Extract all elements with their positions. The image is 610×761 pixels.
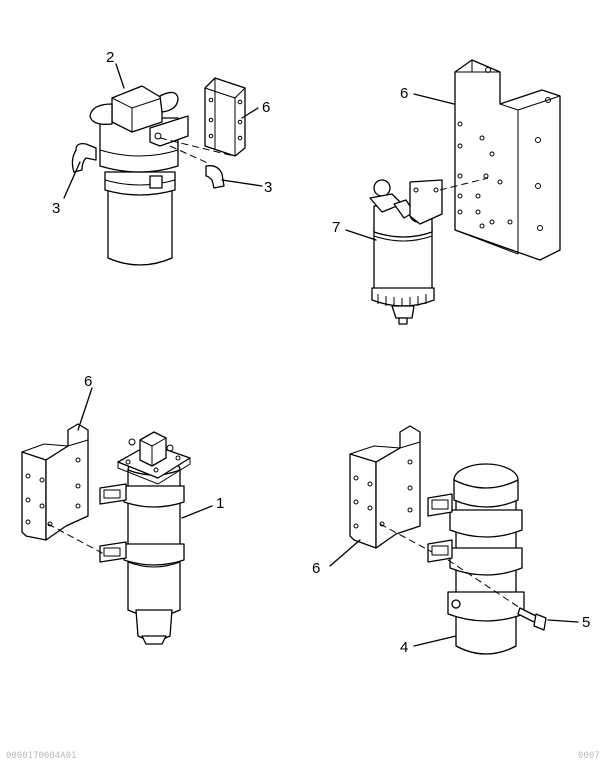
assembly-bottom-right <box>349 425 547 655</box>
assembly-top-right <box>369 59 561 325</box>
leader-5 <box>547 619 579 623</box>
assembly-bottom-left <box>21 423 191 645</box>
footer-left-code: 0000170004A01 <box>6 751 76 761</box>
callout-5: 5 <box>582 614 590 631</box>
callout-6-top-right: 6 <box>400 85 408 102</box>
leader-1 <box>181 505 213 519</box>
leader-6-bottom-left <box>77 387 93 431</box>
callout-6-top-left: 6 <box>262 99 270 116</box>
leader-6-top-right <box>413 93 455 105</box>
leader-6-bottom-right <box>329 539 361 567</box>
leader-3-right <box>221 179 263 187</box>
leader-2 <box>115 63 125 89</box>
leader-3-left <box>63 161 81 199</box>
callout-2: 2 <box>106 49 114 66</box>
callout-6-bottom-left: 6 <box>84 373 92 390</box>
callout-4: 4 <box>400 639 408 656</box>
footer-right-code: 0007 <box>578 751 600 761</box>
callout-3-left: 3 <box>52 200 60 217</box>
callout-6-bottom-right: 6 <box>312 560 320 577</box>
callout-1: 1 <box>216 495 224 512</box>
leader-6-top <box>241 107 259 119</box>
callout-3-right: 3 <box>264 179 272 196</box>
leader-4 <box>413 635 457 647</box>
leader-7 <box>345 229 377 241</box>
callout-7: 7 <box>332 219 340 236</box>
assembly-top-left <box>71 77 246 266</box>
